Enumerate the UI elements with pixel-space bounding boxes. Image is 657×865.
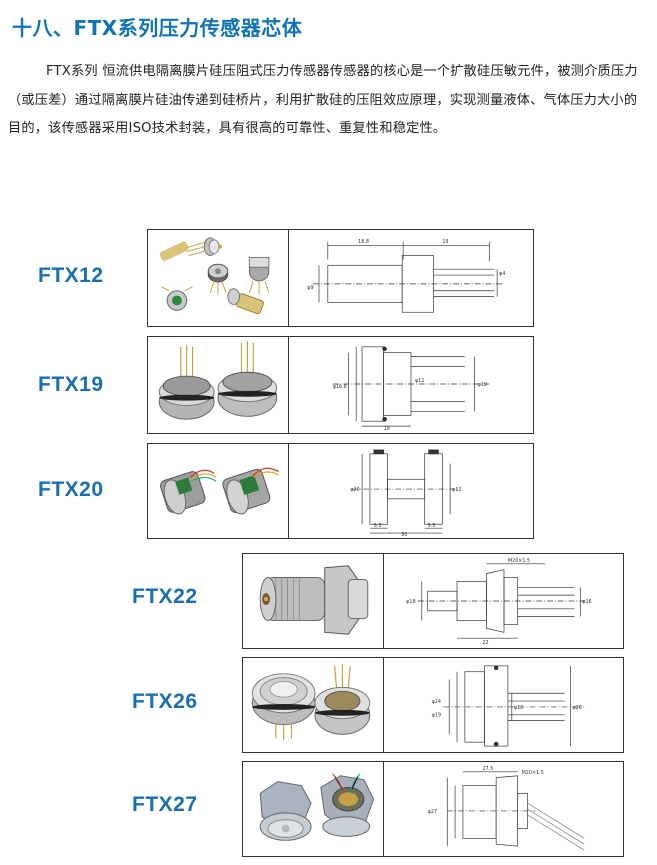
page-title: 十八、FTX系列压力传感器芯体 xyxy=(12,16,303,40)
dimension-drawing-ftx12: 18.8 19 φ4 φ9 xyxy=(291,232,531,324)
dim-label: M20×1.5 xyxy=(508,558,530,564)
dim-label: φ27 xyxy=(428,809,437,815)
dim-label: M20×1.5 xyxy=(522,770,544,776)
dim-label: 18.8 xyxy=(358,239,369,245)
intro-paragraph: FTX系列 恒流供电隔离膜片硅压阻式压力传感器传感器的核心是一个扩散硅压敏元件，… xyxy=(8,64,638,136)
dim-label: φ4 xyxy=(499,271,505,277)
model-label-ftx12: FTX12 xyxy=(38,264,104,287)
dim-label: φ9 xyxy=(307,285,313,291)
dimension-drawing-ftx20: φ20 φ12 5.5 5.5 30 xyxy=(291,446,531,536)
dim-label: φ24 xyxy=(432,699,441,705)
dim-label: 19 xyxy=(384,426,390,431)
model-label-ftx27: FTX27 xyxy=(132,793,198,816)
dimension-drawing-ftx22: M20×1.5 φ18 φ16 22 xyxy=(386,556,621,646)
model-label-ftx26: FTX26 xyxy=(132,690,198,713)
model-label-ftx19: FTX19 xyxy=(38,373,104,396)
dim-label: φ18 xyxy=(406,599,415,605)
dimension-drawing-ftx19: φ19 φ16.8 φ12 19 xyxy=(291,339,531,431)
dim-label: φ19 xyxy=(478,382,487,388)
product-panel-ftx12: 18.8 19 φ4 φ9 xyxy=(147,229,534,327)
product-panel-ftx19: φ19 φ16.8 φ12 19 xyxy=(147,336,534,434)
product-photo-ftx20 xyxy=(150,446,286,536)
dimension-drawing-ftx26: φ26 φ24 φ19 φ12 xyxy=(386,660,621,750)
dim-label: φ12 xyxy=(514,705,523,711)
product-photo-ftx22 xyxy=(245,556,381,646)
dim-label: 30 xyxy=(401,532,407,536)
product-photo-ftx27 xyxy=(245,764,381,854)
dim-label: 5.5 xyxy=(374,523,382,529)
product-photo-ftx19 xyxy=(150,339,286,431)
dim-label: φ12 xyxy=(415,378,424,384)
model-label-ftx22: FTX22 xyxy=(132,585,198,608)
dim-label: 5.5 xyxy=(428,523,436,529)
product-photo-ftx26 xyxy=(245,660,381,750)
product-photo-ftx12 xyxy=(150,232,286,324)
dim-label: 22 xyxy=(482,640,488,646)
dim-label: 19 xyxy=(442,239,448,245)
product-panel-ftx22: M20×1.5 φ18 φ16 22 xyxy=(242,553,624,649)
product-panel-ftx27: 27.5 M20×1.5 φ27 xyxy=(242,761,624,857)
dim-label: φ16.8 xyxy=(333,384,347,390)
product-panel-ftx26: φ26 φ24 φ19 φ12 xyxy=(242,657,624,753)
model-label-ftx20: FTX20 xyxy=(38,478,104,501)
dim-label: φ26 xyxy=(572,705,581,711)
dim-label: φ16 xyxy=(582,599,591,605)
product-panel-ftx20: φ20 φ12 5.5 5.5 30 xyxy=(147,443,534,539)
dimension-drawing-ftx27: 27.5 M20×1.5 φ27 xyxy=(386,764,621,854)
dim-label: φ12 xyxy=(452,487,461,493)
dim-label: φ19 xyxy=(432,713,441,719)
dim-label: φ20 xyxy=(350,487,359,493)
dim-label: 27.5 xyxy=(482,766,493,772)
